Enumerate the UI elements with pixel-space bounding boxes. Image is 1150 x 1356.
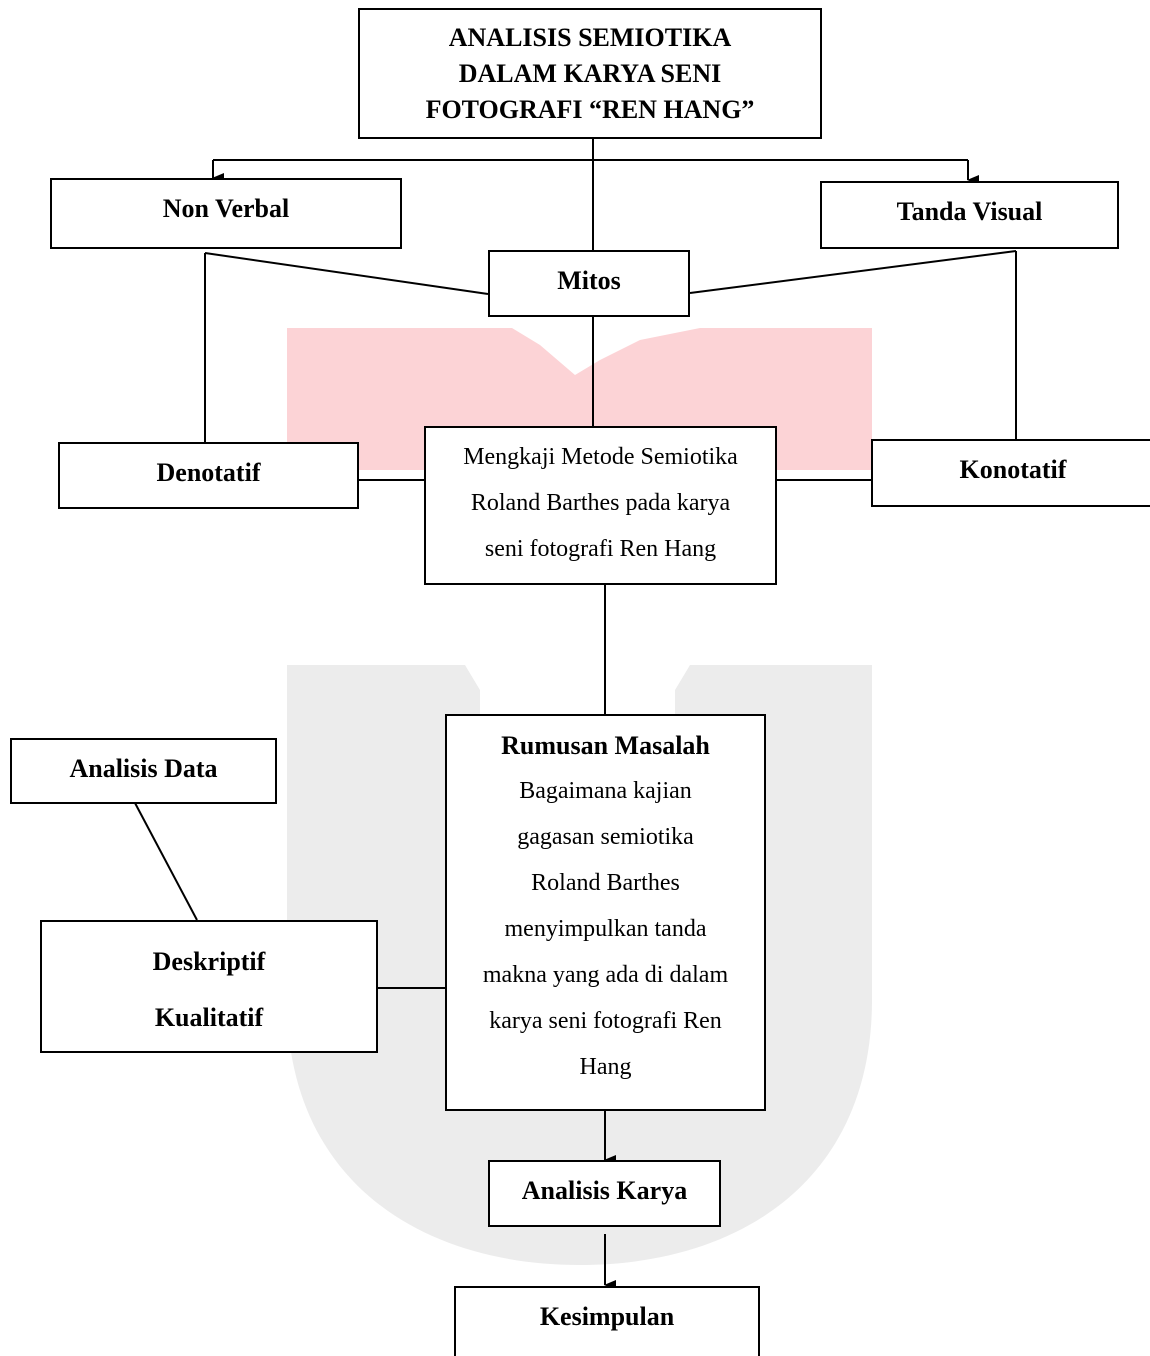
title-line-3: FOTOGRAFI “REN HANG” <box>425 94 755 124</box>
konotatif-box: Konotatif <box>871 439 1150 507</box>
mitos-box: Mitos <box>488 250 690 317</box>
analisis-data-label: Analisis Data <box>69 754 218 783</box>
denotatif-label: Denotatif <box>156 458 261 487</box>
deskriptif-label: Deskriptif <box>152 947 266 976</box>
rumusan-line-1: Bagaimana kajian <box>519 778 692 804</box>
konotatif-label: Konotatif <box>959 455 1067 484</box>
line-mitos-left <box>204 252 489 295</box>
mitos-label: Mitos <box>557 266 621 295</box>
non-verbal-box: Non Verbal <box>50 178 402 249</box>
kesimpulan-box: Kesimpulan <box>454 1286 760 1356</box>
mengkaji-line-3: seni fotografi Ren Hang <box>484 536 717 562</box>
tanda-visual-box: Tanda Visual <box>820 181 1119 249</box>
analisis-karya-box: Analisis Karya <box>488 1160 721 1227</box>
analisis-karya-label: Analisis Karya <box>521 1176 688 1205</box>
rumusan-line-3: Roland Barthes <box>531 870 680 896</box>
rumusan-line-6: karya seni fotografi Ren <box>489 1008 722 1034</box>
rumusan-line-7: Hang <box>579 1054 632 1080</box>
mengkaji-line-1: Mengkaji Metode Semiotika <box>463 444 738 470</box>
non-verbal-label: Non Verbal <box>162 194 290 223</box>
analisis-data-box: Analisis Data <box>10 738 277 804</box>
title-line-2: DALAM KARYA SENI <box>458 58 722 88</box>
rumusan-masalah-box: Rumusan Masalah Bagaimana kajian gagasan… <box>445 714 766 1111</box>
denotatif-box: Denotatif <box>58 442 359 509</box>
line-analisis-data-to-deskriptif <box>134 802 198 921</box>
rumusan-line-4: menyimpulkan tanda <box>504 916 707 942</box>
kualitatif-label: Kualitatif <box>154 1003 264 1032</box>
rumusan-line-5: makna yang ada di dalam <box>482 962 729 988</box>
deskriptif-kualitatif-box: Deskriptif Kualitatif <box>40 920 378 1053</box>
line-mitos-right <box>689 250 1017 294</box>
title-line-1: ANALISIS SEMIOTIKA <box>448 22 732 52</box>
rumusan-line-2: gagasan semiotika <box>517 824 694 850</box>
tanda-visual-label: Tanda Visual <box>896 197 1043 226</box>
mengkaji-box: Mengkaji Metode Semiotika Roland Barthes… <box>424 426 777 585</box>
title-box: ANALISIS SEMIOTIKA DALAM KARYA SENI FOTO… <box>358 8 822 139</box>
mengkaji-line-2: Roland Barthes pada karya <box>470 490 731 516</box>
kesimpulan-label: Kesimpulan <box>539 1302 675 1331</box>
rumusan-masalah-title: Rumusan Masalah <box>501 731 710 760</box>
